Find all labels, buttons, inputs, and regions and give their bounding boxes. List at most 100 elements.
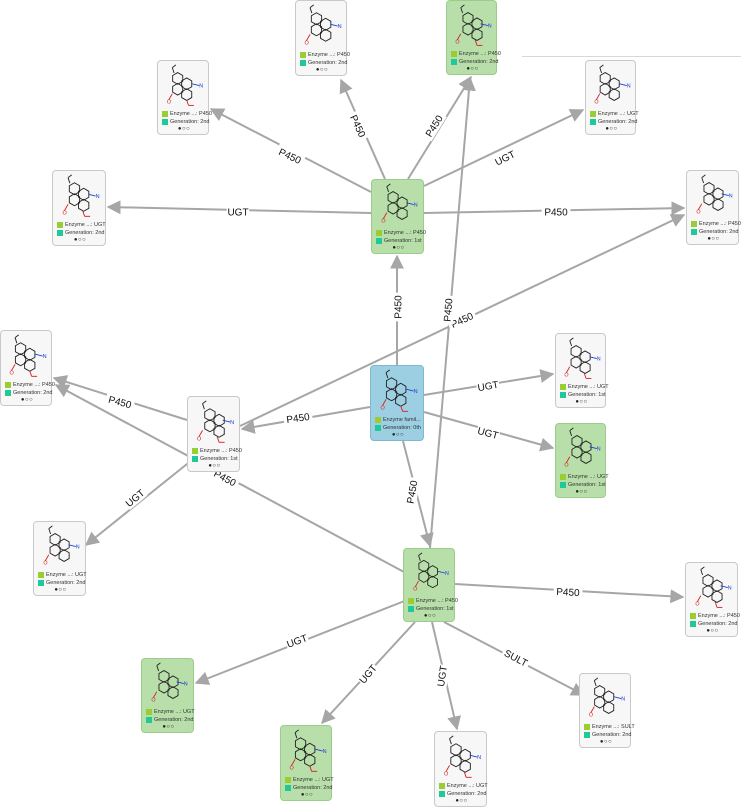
- page-dots-indicator[interactable]: ●○○: [391, 432, 405, 438]
- svg-text:O: O: [43, 561, 47, 567]
- enzyme-label: Enzyme ...: P450: [384, 230, 426, 236]
- generation-row: Generation: 2nd: [5, 389, 52, 397]
- page-dots-indicator[interactable]: ●○○: [54, 587, 67, 593]
- page-dots-indicator[interactable]: ●○○: [208, 463, 221, 469]
- enzyme-swatch-icon: [690, 613, 696, 619]
- generation-swatch-icon: [376, 238, 382, 244]
- enzyme-swatch-icon: [451, 51, 457, 57]
- enzyme-row: Enzyme ...: UGT: [560, 473, 609, 481]
- page-dots-indicator[interactable]: ●○○: [392, 245, 405, 251]
- edge-label-background: [475, 377, 501, 394]
- generation-row: Generation: 2nd: [162, 118, 209, 126]
- generation-row: Generation: 2nd: [691, 228, 738, 236]
- enzyme-row: Enzyme ...: P450: [451, 50, 501, 58]
- enzyme-label: Enzyme ...: UGT: [598, 111, 639, 117]
- svg-text:N: N: [76, 544, 80, 550]
- edge-label-background: [274, 143, 307, 168]
- enzyme-row: Enzyme ...: UGT: [285, 776, 334, 784]
- edge-label: P450: [107, 395, 133, 412]
- svg-text:O: O: [444, 771, 449, 777]
- page-dots-indicator[interactable]: ●○○: [73, 237, 87, 243]
- molecule-structure-image: ON: [564, 337, 601, 379]
- generation-label: Generation: 2nd: [459, 59, 499, 65]
- generation-swatch-icon: [690, 621, 696, 627]
- enzyme-label: Enzyme ...: SULT: [592, 724, 635, 730]
- generation-row: Generation: 2nd: [439, 790, 486, 798]
- enzyme-row: Enzyme ...: P450: [376, 229, 426, 237]
- edge-label-background: [553, 584, 583, 599]
- edge-g1_left-to-l_ugt[interactable]: [84, 459, 193, 546]
- enzyme-row: Enzyme ...: UGT: [590, 110, 639, 118]
- enzyme-swatch-icon: [192, 448, 198, 454]
- svg-text:O: O: [594, 100, 598, 106]
- page-dots-indicator[interactable]: ●○○: [423, 613, 437, 619]
- molecule-structure-image: ON: [151, 662, 188, 704]
- generation-label: Generation: 2nd: [293, 785, 333, 791]
- enzyme-label: Enzyme ...: UGT: [65, 222, 106, 228]
- molecule-structure-image: ON: [455, 4, 492, 46]
- generation-swatch-icon: [584, 732, 590, 738]
- svg-text:O: O: [589, 713, 593, 719]
- edge-label: UGT: [286, 633, 310, 651]
- page-dots-indicator[interactable]: ●○○: [706, 628, 719, 634]
- generation-swatch-icon: [192, 456, 198, 462]
- svg-text:N: N: [323, 749, 327, 755]
- page-dots-indicator[interactable]: ●○○: [575, 489, 588, 495]
- enzyme-swatch-icon: [584, 724, 590, 730]
- generation-label: Generation: 2nd: [65, 230, 105, 236]
- edge-label: UGT: [227, 208, 248, 219]
- page-dots-indicator[interactable]: ●○○: [177, 126, 191, 132]
- generation-swatch-icon: [408, 606, 414, 612]
- enzyme-swatch-icon: [38, 572, 44, 578]
- svg-text:N: N: [414, 389, 418, 395]
- edge-label: P450: [286, 412, 311, 426]
- generation-swatch-icon: [451, 59, 457, 65]
- page-dots-indicator[interactable]: ●○○: [20, 397, 34, 403]
- svg-text:O: O: [564, 463, 568, 469]
- molecule-structure-image: ON: [413, 552, 449, 593]
- edge-label-background: [500, 645, 533, 671]
- generation-label: Generation: 1st: [568, 482, 606, 488]
- svg-text:N: N: [43, 354, 47, 360]
- page-dots-indicator[interactable]: ●○○: [162, 724, 175, 730]
- page-dots-indicator[interactable]: ●○○: [300, 792, 314, 798]
- edge-label-background: [541, 205, 571, 218]
- edge-label: P450: [277, 147, 303, 167]
- edge-label-background: [121, 485, 148, 510]
- page-dots-indicator[interactable]: ●○○: [315, 67, 329, 73]
- page-dots-indicator[interactable]: ●○○: [707, 236, 720, 242]
- edge-g1_top-to-t_ugt[interactable]: [423, 109, 585, 187]
- page-dots-indicator[interactable]: ●○○: [599, 739, 613, 745]
- page-dots-indicator[interactable]: ●○○: [466, 66, 479, 72]
- enzyme-row: Enzyme ...: UGT: [146, 708, 195, 716]
- svg-text:O: O: [167, 100, 171, 106]
- page-dots-indicator[interactable]: ●○○: [455, 798, 468, 804]
- page-dots-indicator[interactable]: ●○○: [575, 399, 588, 405]
- page-dots-indicator[interactable]: ●○○: [605, 126, 618, 132]
